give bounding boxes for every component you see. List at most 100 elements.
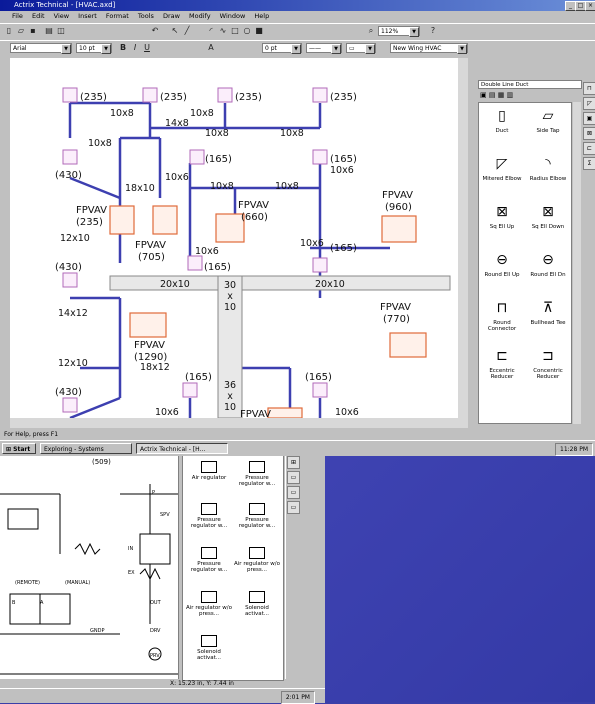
menu-modify[interactable]: Modify [189,12,211,20]
symbol-sq-ell-up[interactable]: ⊠Sq Ell Up [479,203,525,230]
symbol-mitered-elbow[interactable]: ◸Mitered Elbow [479,155,525,182]
menu-format[interactable]: Format [105,12,129,20]
drv-label: DRV [150,628,161,634]
symbol-radius-elbow[interactable]: ◝Radius Elbow [525,155,571,182]
tool-icon[interactable]: ▭ [287,471,300,484]
symbol-round-ell-up[interactable]: ⊖Round Ell Up [479,251,525,278]
library-add-icon[interactable]: ▥ [506,91,514,99]
vav-flow: (1290) [134,352,167,363]
horizontal-scrollbar[interactable] [10,418,468,428]
drawing-canvas[interactable]: (235) (235) (235) (235) (165) (165) (430… [10,58,468,418]
zoom-combo[interactable]: 112%▼ [378,26,420,37]
symbol-bullhead-tee[interactable]: ⊼Bullhead Tee [525,299,571,326]
palette-item[interactable]: Pressure regulator w... [233,461,281,487]
color-combo[interactable]: ▭▼ [346,43,376,54]
arc-icon[interactable]: ◜ [209,26,213,35]
pointer-icon[interactable]: ↖ [171,26,179,35]
tab-fittings[interactable]: ◸ [583,97,595,110]
menu-edit[interactable]: Edit [31,12,45,20]
palette-item[interactable]: Solenoid activat... [233,591,281,617]
bold-icon[interactable]: B [119,43,127,52]
tool-icon[interactable]: ▭ [287,501,300,514]
library-scrollbar[interactable] [573,102,581,424]
underline-icon[interactable]: U [144,43,150,52]
tab-controls[interactable]: ⊏ [583,142,595,155]
line-width-combo[interactable]: 0 pt▼ [262,43,302,54]
open-icon[interactable]: ▱ [17,26,25,35]
palette-item[interactable]: Pressure regulator w... [185,547,233,573]
symbol-round-connector[interactable]: ⊓Round Connector [479,299,525,332]
library-open-icon[interactable]: ▣ [480,91,487,99]
symbol-sq-ell-down[interactable]: ⊠Sq Ell Down [525,203,571,230]
regulator-icon [201,591,217,603]
symbol-concentric-reducer[interactable]: ⊐Concentric Reducer [525,347,571,380]
fill-icon[interactable]: ■ [255,26,263,35]
vav-name: FPVAV [238,200,269,211]
sq-ell-down-icon: ⊠ [542,204,554,220]
line-icon[interactable]: ╱ [184,26,190,35]
rectangle-icon[interactable]: □ [231,26,239,35]
palette-item[interactable]: Solenoid activat... [185,635,233,661]
windows-icon: ⊞ [6,446,12,453]
text-color-icon[interactable]: A [208,43,214,52]
tab-ducts[interactable]: ⊓ [583,82,595,95]
radius-elbow-icon: ◝ [545,156,551,172]
tab-diffusers[interactable]: ⊠ [583,127,595,140]
window-title: Actrix Technical - [HVAC.axd] [14,1,116,9]
back-window: (509) (REMOTE) (MANUAL) IN EX P SPV DRV … [0,440,325,702]
diffuser [142,87,158,103]
menu-tools[interactable]: Tools [137,12,154,20]
help-icon[interactable]: ? [430,26,436,35]
menu-help[interactable]: Help [254,12,270,20]
save-icon[interactable]: ▪ [30,26,36,35]
font-size-combo[interactable]: 10 pt▼ [76,43,112,54]
library-edit-icon[interactable]: ▦ [497,91,505,99]
symbol-eccentric-reducer[interactable]: ⊏Eccentric Reducer [479,347,525,380]
symbol-duct[interactable]: ▯Duct [479,107,525,134]
print-icon[interactable]: ▤ [45,26,53,35]
line-style-combo[interactable]: ——▼ [306,43,342,54]
symbol-round-ell-dn[interactable]: ⊖Round Ell Dn [525,251,571,278]
symbol-side-tap[interactable]: ⏥Side Tap [525,107,571,134]
task-actrix[interactable]: Actrix Technical - [H... [136,443,228,454]
palette-item[interactable]: Air regulator [185,461,233,481]
palette-item[interactable]: Air regulator w/o press... [233,547,281,573]
font-combo[interactable]: Arial▼ [10,43,72,54]
trunk-label: x [227,391,233,402]
palette-item[interactable]: Air regulator w/o press... [185,591,233,617]
undo-icon[interactable]: ↶ [151,26,159,35]
layer-combo[interactable]: New Wing HVAC▼ [390,43,468,54]
ellipse-icon[interactable]: ○ [243,26,251,35]
menu-window[interactable]: Window [219,12,246,20]
library-save-icon[interactable]: ▤ [488,91,496,99]
menu-view[interactable]: View [53,12,70,20]
zoom-icon[interactable]: ⌕ [368,26,374,35]
italic-icon[interactable]: I [133,43,137,52]
schematic-canvas[interactable]: (509) (REMOTE) (MANUAL) IN EX P SPV DRV … [0,454,179,679]
curve-icon[interactable]: ∿ [219,26,227,35]
diffuser-label: (165) [305,372,332,383]
tab-misc[interactable]: Σ [583,157,595,170]
menu-insert[interactable]: Insert [78,12,97,20]
diffuser-label: (165) [204,262,231,273]
tool-icon[interactable]: ▭ [287,486,300,499]
palette-item[interactable]: Pressure regulator w... [185,503,233,529]
trunk-label: 10 [224,302,236,313]
tab-equipment[interactable]: ▣ [583,112,595,125]
menu-draw[interactable]: Draw [162,12,180,20]
start-button[interactable]: ⊞ Start [2,443,36,454]
close-button[interactable]: × [585,1,595,11]
task-exploring[interactable]: Exploring - Systems [40,443,132,454]
duct-label: 14x12 [58,308,88,319]
palette-item[interactable]: Pressure regulator w... [233,503,281,529]
library-title: Double Line Duct [478,80,582,89]
vertical-scrollbar[interactable] [458,58,468,418]
tool-icon[interactable]: ⊞ [287,456,300,469]
menu-file[interactable]: File [12,12,23,20]
round-ell-up-icon: ⊖ [496,252,508,268]
trunk-labels: 30 x 10 36 x 10 [224,280,236,413]
vav-name: FPVAV [382,190,413,201]
preview-icon[interactable]: ◫ [57,26,65,35]
new-icon[interactable]: ▯ [6,26,12,35]
p-label: P [152,490,155,496]
